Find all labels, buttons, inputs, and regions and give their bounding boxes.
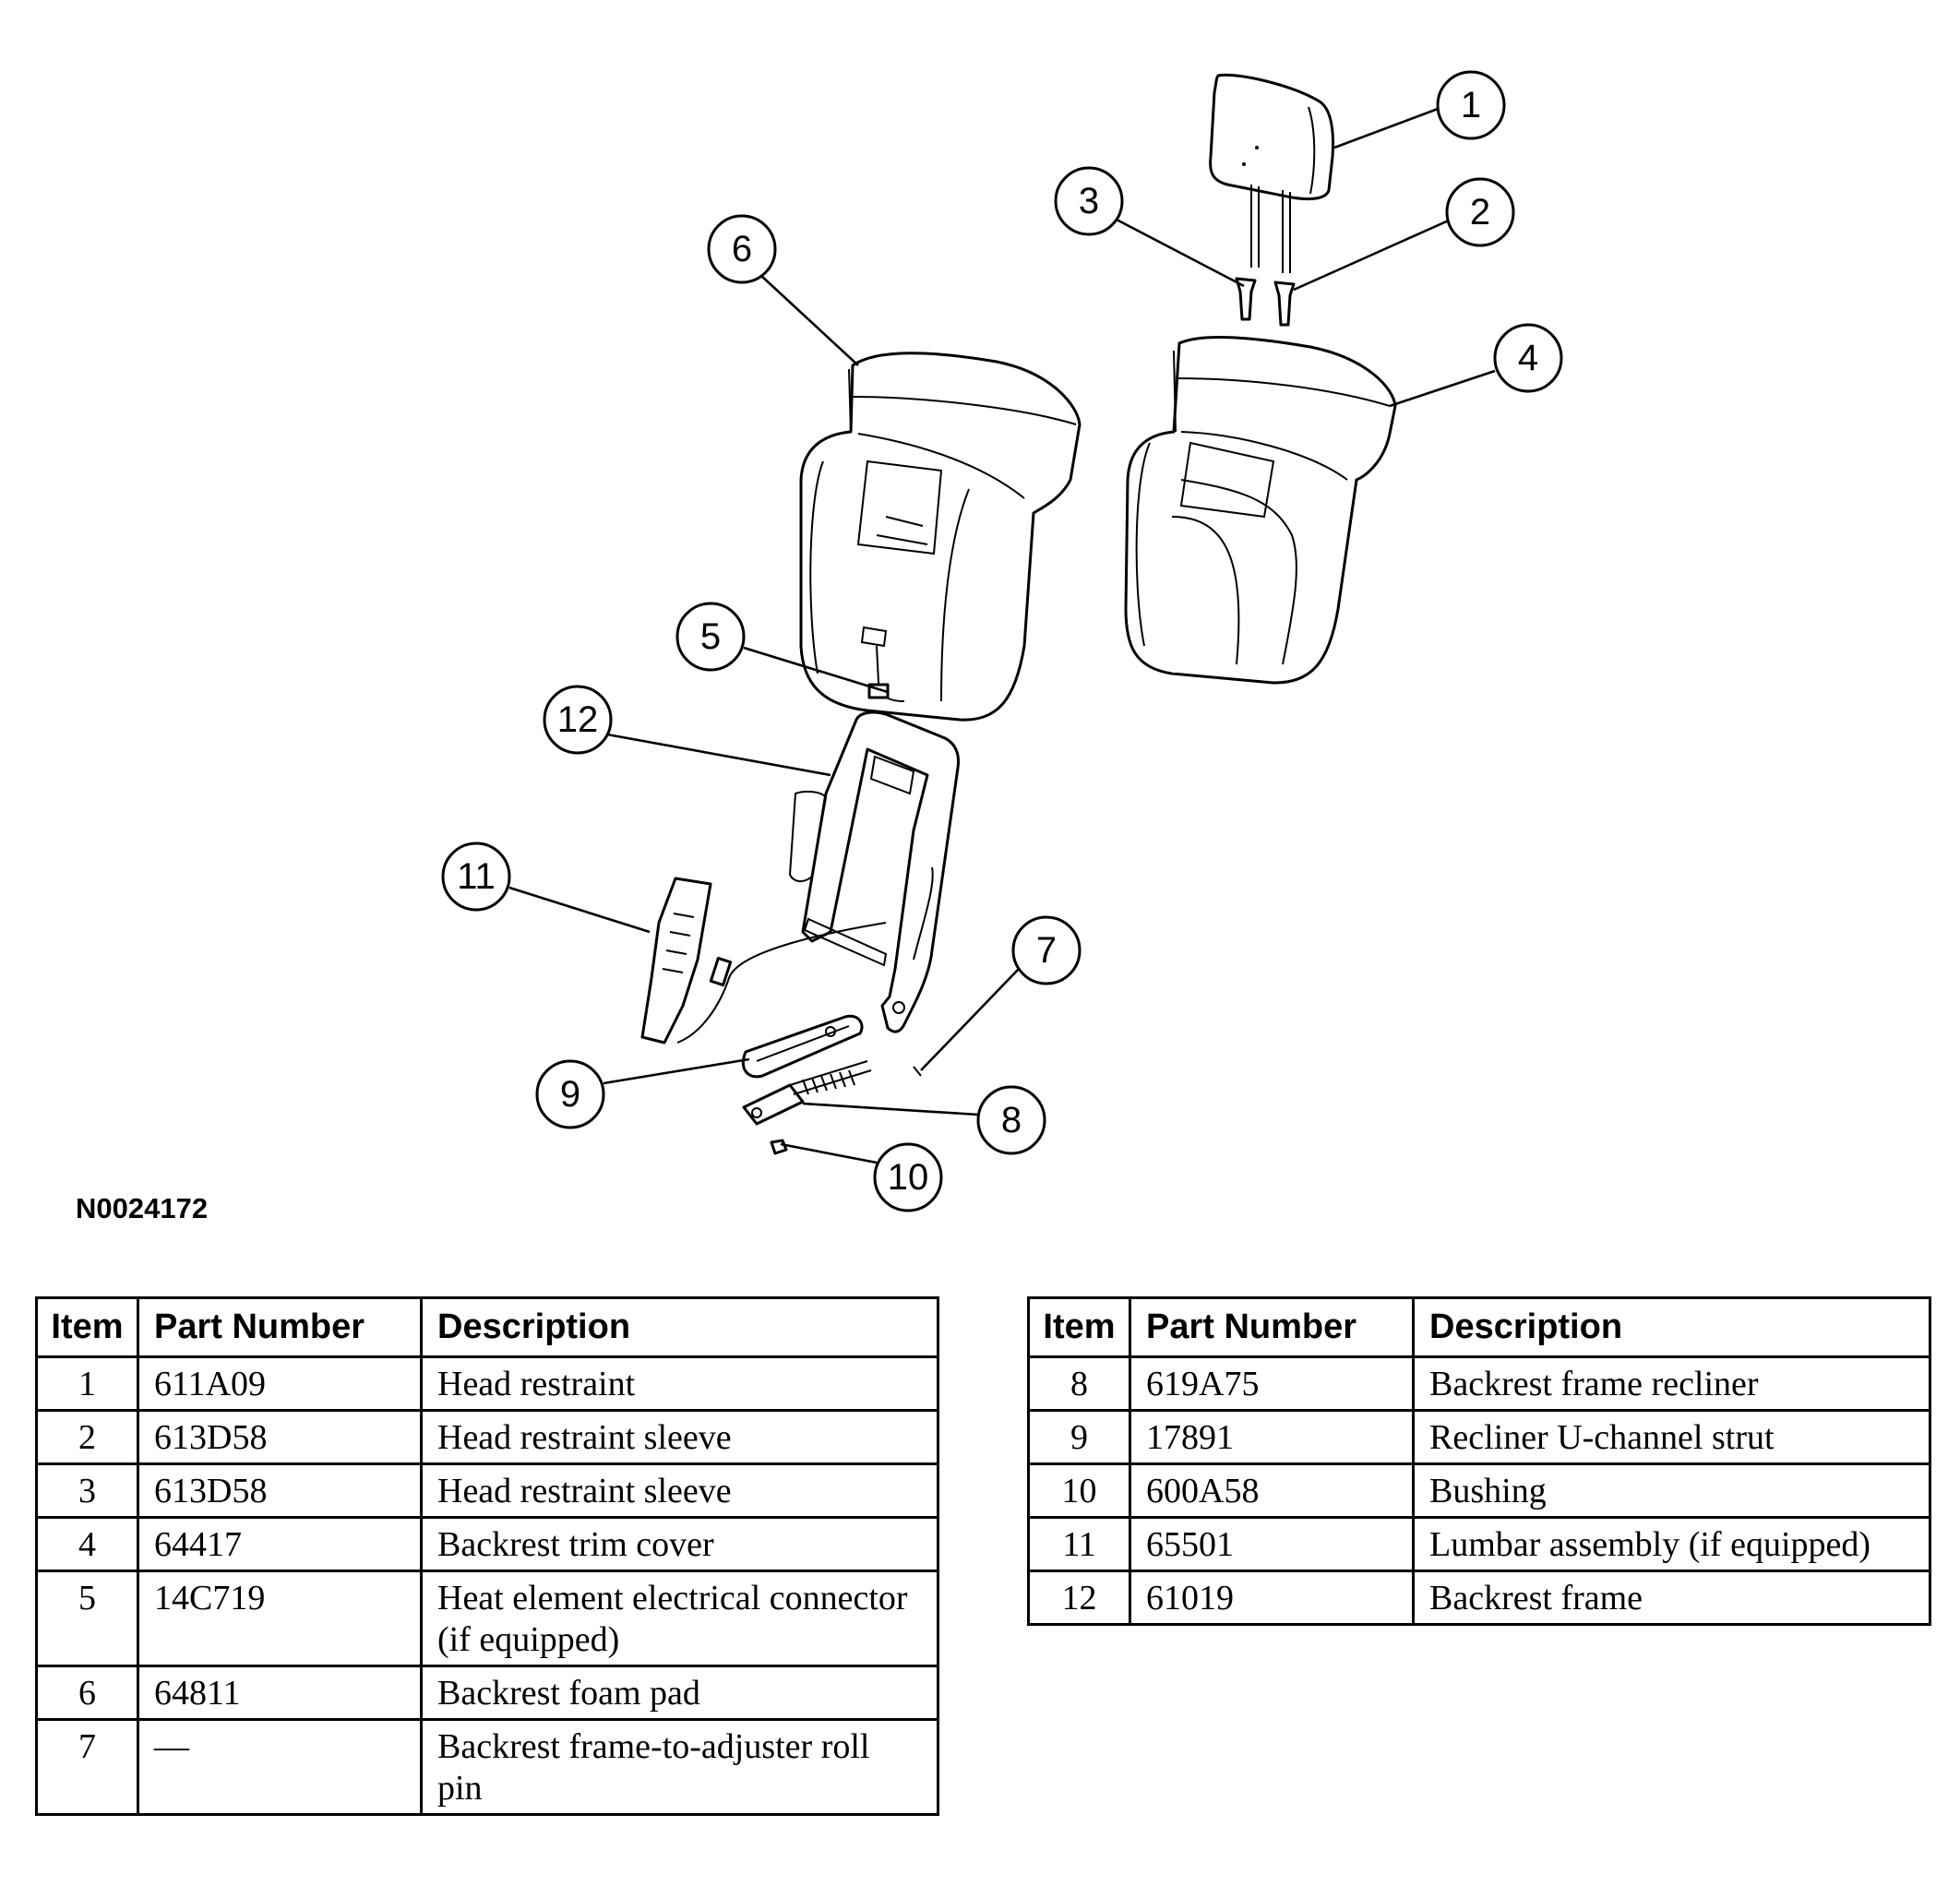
header-description: Description (420, 1296, 939, 1358)
backrest-foam-pad-drawing (799, 352, 1082, 722)
item-cell: 10 (1027, 1462, 1131, 1519)
svg-text:7: 7 (1036, 930, 1057, 971)
part-number-cell: 613D58 (137, 1409, 423, 1465)
svg-text:10: 10 (888, 1157, 929, 1198)
item-cell: 4 (35, 1516, 139, 1572)
callout-9: 9 (535, 1059, 605, 1129)
backrest-trim-cover-drawing (1124, 336, 1397, 685)
item-cell: 11 (1027, 1516, 1131, 1572)
description-cell: Head restraint sleeve (420, 1409, 939, 1465)
item-cell: 3 (35, 1462, 139, 1519)
svg-text:4: 4 (1518, 338, 1538, 378)
table-header-row: Item Part Number Description (35, 1296, 939, 1358)
lumbar-assembly-drawing (640, 877, 887, 1044)
part-number-cell: 65501 (1129, 1516, 1415, 1572)
recliner-strut-drawing (741, 1014, 864, 1079)
part-number-cell: 14C719 (137, 1570, 423, 1667)
callout-11: 11 (441, 842, 511, 912)
head-restraint-drawing (1209, 73, 1334, 273)
item-cell: 5 (35, 1570, 139, 1667)
part-number-cell: 64417 (137, 1516, 423, 1572)
callout-8: 8 (976, 1085, 1046, 1155)
description-cell: Backrest frame-to-adjuster roll pin (420, 1718, 939, 1816)
item-cell: 6 (35, 1665, 139, 1721)
header-description: Description (1412, 1296, 1931, 1358)
item-cell: 8 (1027, 1355, 1131, 1412)
callout-5: 5 (675, 602, 746, 672)
backrest-frame-drawing (788, 710, 960, 1033)
svg-text:5: 5 (700, 616, 721, 657)
part-number-cell: 619A75 (1129, 1355, 1415, 1412)
callout-3: 3 (1054, 166, 1124, 236)
figure-id: N0024172 (76, 1192, 209, 1224)
description-cell: Head restraint sleeve (420, 1462, 939, 1519)
svg-text:12: 12 (557, 699, 599, 740)
part-number-cell: 17891 (1129, 1409, 1415, 1465)
callout-4: 4 (1493, 323, 1563, 393)
sleeves-drawing (1235, 277, 1296, 327)
callout-7: 7 (1011, 915, 1082, 985)
header-part-number: Part Number (137, 1296, 423, 1358)
description-cell: Recliner U-channel strut (1412, 1409, 1931, 1465)
table-header-row: Item Part Number Description (1027, 1296, 1931, 1358)
header-part-number: Part Number (1129, 1296, 1415, 1358)
recliner-drawing (742, 1060, 872, 1126)
callout-10: 10 (873, 1142, 943, 1212)
description-cell: Backrest frame (1412, 1570, 1931, 1626)
callout-12: 12 (543, 685, 613, 755)
description-cell: Heat element electrical connector (if eq… (420, 1570, 939, 1667)
svg-text:1: 1 (1461, 85, 1481, 125)
description-cell: Lumbar assembly (if equipped) (1412, 1516, 1931, 1572)
description-cell: Backrest trim cover (420, 1516, 939, 1572)
callout-1: 1 (1436, 70, 1506, 140)
description-cell: Bushing (1412, 1462, 1931, 1519)
item-cell: 9 (1027, 1409, 1131, 1465)
svg-text:3: 3 (1079, 181, 1099, 221)
table-row: 7—Backrest frame-to-adjuster roll pin (35, 1718, 939, 1816)
part-number-cell: — (137, 1718, 423, 1816)
svg-text:9: 9 (560, 1074, 580, 1115)
header-item: Item (1027, 1296, 1131, 1358)
part-number-cell: 613D58 (137, 1462, 423, 1519)
item-cell: 2 (35, 1409, 139, 1465)
header-item: Item (35, 1296, 139, 1358)
svg-text:6: 6 (732, 229, 752, 269)
svg-text:2: 2 (1470, 192, 1490, 233)
part-number-cell: 61019 (1129, 1570, 1415, 1626)
part-number-cell: 611A09 (137, 1355, 423, 1412)
description-cell: Head restraint (420, 1355, 939, 1412)
part-number-cell: 600A58 (1129, 1462, 1415, 1519)
callout-2: 2 (1445, 177, 1515, 247)
description-cell: Backrest frame recliner (1412, 1355, 1931, 1412)
item-cell: 12 (1027, 1570, 1131, 1626)
svg-text:8: 8 (1001, 1100, 1022, 1140)
exploded-parts-diagram: 1 2 3 4 5 6 7 8 9 10 11 12 (441, 70, 1563, 1212)
svg-text:11: 11 (457, 856, 496, 897)
part-number-cell: 64811 (137, 1665, 423, 1721)
leader-lines (508, 107, 1496, 1164)
item-cell: 1 (35, 1355, 139, 1412)
callout-6: 6 (707, 214, 777, 284)
item-cell: 7 (35, 1718, 139, 1816)
description-cell: Backrest foam pad (420, 1665, 939, 1721)
